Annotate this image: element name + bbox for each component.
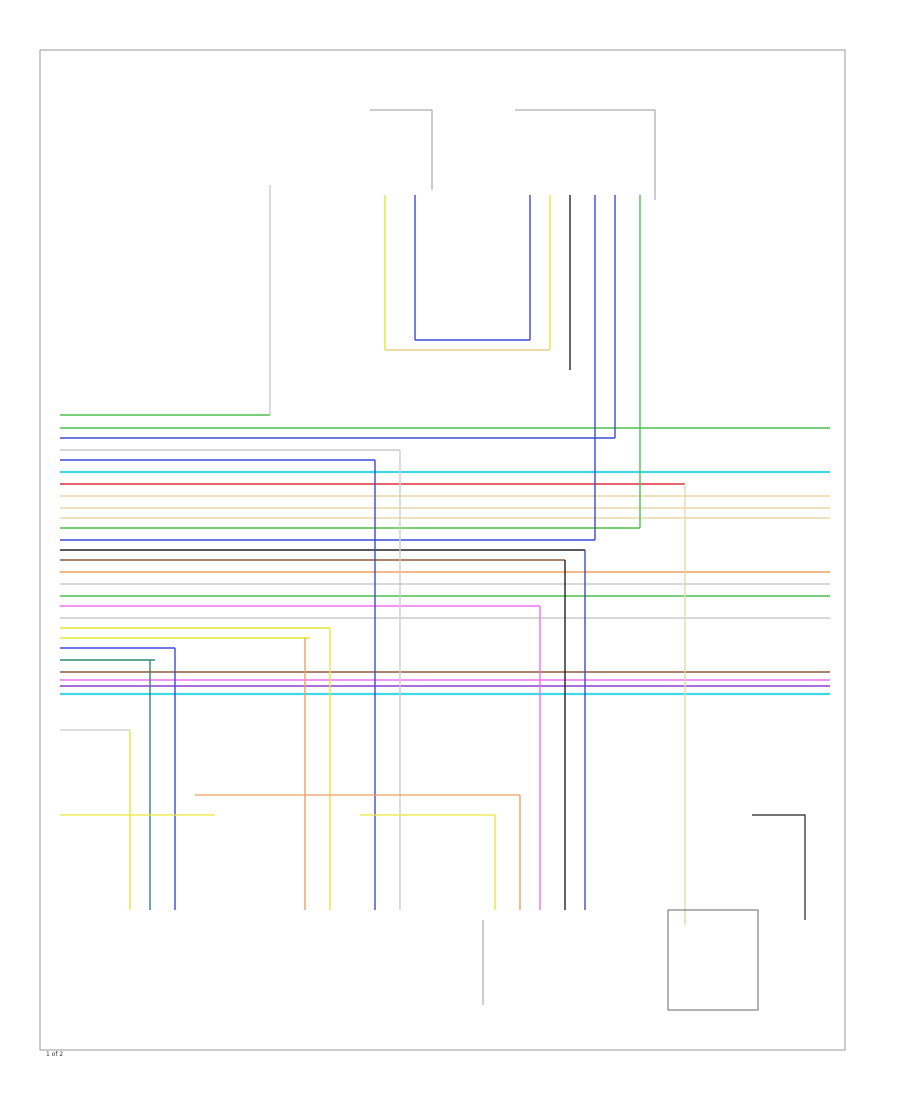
connector-right-top <box>515 109 656 200</box>
diagram-frame <box>39 49 846 1051</box>
bottom-components <box>482 814 806 1011</box>
bus-wires <box>60 414 830 696</box>
vertical-wires <box>60 185 686 925</box>
page-label: 1 of 2 <box>46 1051 63 1058</box>
component-box-far-right <box>667 909 759 1011</box>
component-bracket-right <box>752 814 806 920</box>
connector-left-top <box>370 109 433 190</box>
top-connectors <box>370 109 656 200</box>
